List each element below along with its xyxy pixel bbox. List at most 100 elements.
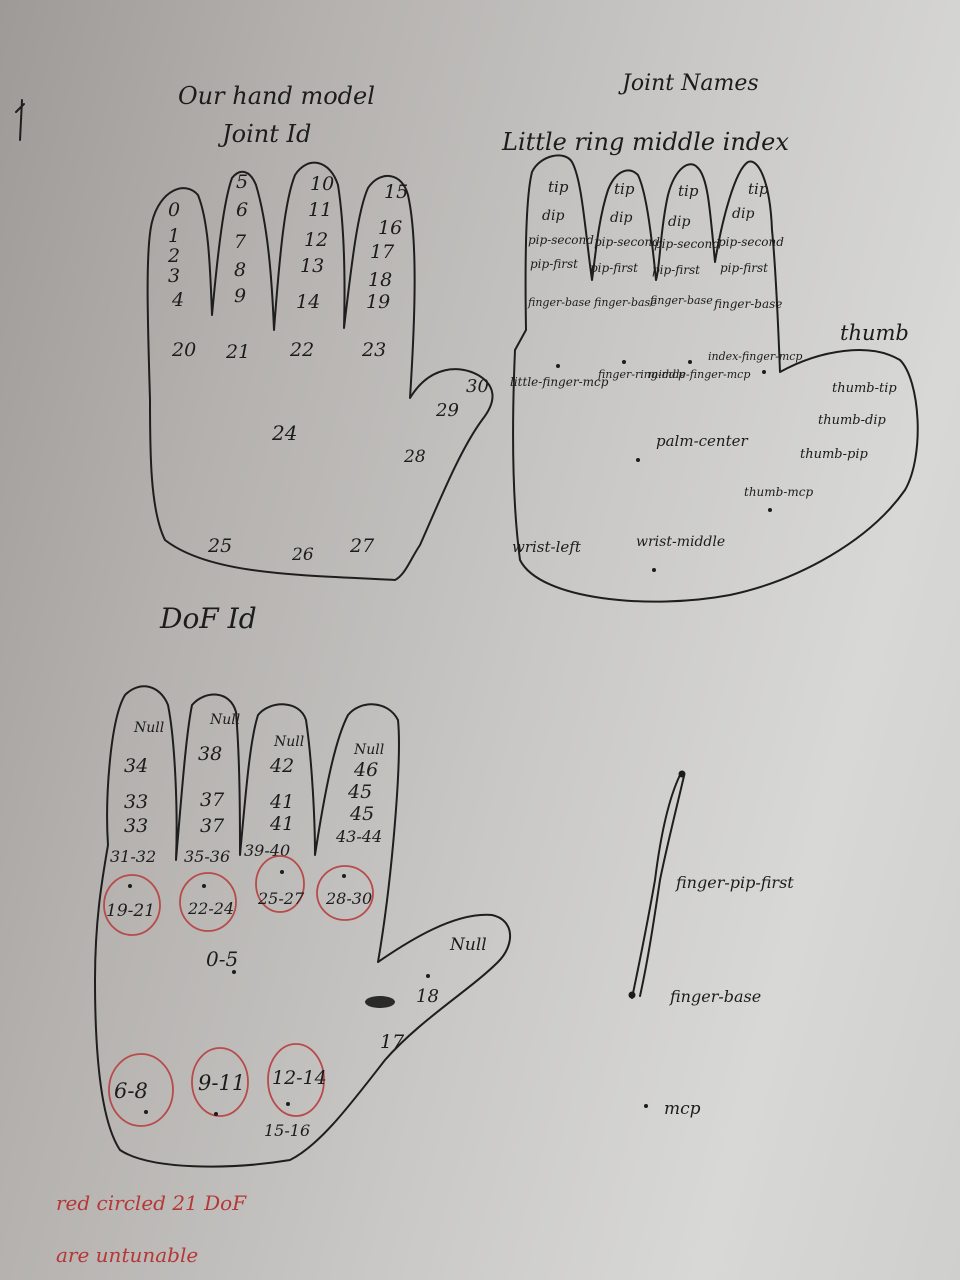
dof-12-14: 12-14 (272, 1067, 327, 1089)
dof-18: 18 (416, 986, 439, 1007)
ring-pip-second: pip-second (594, 235, 660, 249)
hand1-middle-column: 10 11 12 13 14 (296, 173, 334, 313)
index-pip-second: pip-second (718, 235, 784, 249)
little-finger-base: finger-base (527, 296, 591, 309)
joint-id-18: 18 (368, 269, 392, 291)
wrist-left-label: wrist-left (512, 538, 582, 556)
dof-wrist-dot-3 (286, 1102, 290, 1106)
dof-37a: 37 (200, 789, 225, 811)
dof-15-16: 15-16 (264, 1121, 310, 1140)
finger-bone-lines (631, 774, 685, 999)
index-finger-mcp-label: index-finger-mcp (708, 350, 802, 363)
dof-39-40: 39-40 (244, 841, 290, 860)
dof-little-null: Null (133, 720, 164, 736)
little-pip-second: pip-second (528, 233, 594, 247)
finger-base-dot (628, 991, 636, 999)
dof-42: 42 (269, 755, 294, 777)
ring-finger-base: finger-base (593, 296, 657, 309)
dof-41a: 41 (269, 791, 294, 813)
hand2-middle-finger-joints: tip dip pip-second pip-first finger-base (649, 182, 720, 307)
little-mcp-dot (556, 364, 560, 368)
dof-43-44: 43-44 (335, 827, 382, 846)
thumb-tip-label: thumb-tip (832, 381, 897, 396)
dof-palm-dot (232, 970, 236, 974)
dof-41b: 41 (269, 813, 294, 835)
wrist-middle-dot (652, 568, 656, 572)
thumb-pip-label: thumb-pip (800, 447, 868, 462)
joint-id-23: 23 (361, 339, 386, 361)
joint-id-7: 7 (234, 231, 247, 253)
dof-mcp-dot-1 (128, 884, 132, 888)
joint-id-6: 6 (236, 199, 248, 221)
hand3-ring-column: Null 38 37 37 35-36 (184, 712, 240, 866)
joint-id-2: 2 (167, 245, 180, 267)
hand1-outline (146, 161, 494, 581)
note-line-1: red circled 21 DoF (56, 1191, 247, 1215)
index-finger-base: finger-base (713, 297, 782, 311)
hand1-little-column: 0 1 2 3 4 (167, 199, 184, 311)
hand2-thumb-labels: thumb-tip thumb-dip thumb-pip thumb-mcp (744, 381, 897, 512)
joint-id-3: 3 (168, 265, 180, 287)
hand2-title: Joint Names (618, 71, 759, 96)
dof-17: 17 (380, 1031, 405, 1053)
joint-id-4: 4 (171, 289, 184, 311)
hand3-little-column: Null 34 33 33 31-32 (110, 720, 164, 866)
little-pip-first: pip-first (530, 257, 578, 271)
red-circle-12-14 (267, 1043, 325, 1117)
dof-index-null: Null (353, 742, 384, 758)
joint-id-8: 8 (234, 259, 246, 281)
hand2-ring-finger-joints: tip dip pip-second pip-first finger-base (590, 180, 660, 309)
hand2-finger-header: Little ring middle index (501, 128, 789, 156)
dof-ring-null: Null (209, 712, 240, 728)
ring-dip: dip (610, 210, 632, 226)
note-line-2: are untunable (56, 1243, 198, 1267)
hand2-index-finger-joints: tip dip pip-second pip-first finger-base (713, 180, 784, 311)
dof-38: 38 (198, 743, 222, 765)
index-pip-first: pip-first (720, 261, 768, 275)
joint-id-14: 14 (296, 291, 320, 313)
middle-tip: tip (678, 182, 699, 200)
index-tip: tip (748, 180, 769, 198)
dof-46: 46 (353, 759, 378, 781)
little-finger-mcp-label: little-finger-mcp (510, 375, 609, 389)
hand1-thumb: 28 29 30 (403, 376, 489, 467)
middle-pip-second: pip-second (654, 237, 720, 251)
dof-palm-0-5: 0-5 (206, 947, 238, 971)
hand3-outline (94, 685, 512, 1168)
hand1-title-line1: Our hand model (178, 82, 375, 110)
dof-9-11: 9-11 (198, 1071, 245, 1095)
hand3-index-column: Null 46 45 45 43-44 (335, 742, 384, 846)
dof-mcp-dot-2 (202, 884, 206, 888)
joint-id-9: 9 (234, 285, 246, 307)
finger-tip-dot (678, 770, 686, 778)
hand3-middle-column: Null 42 41 41 39-40 (244, 734, 304, 860)
red-circle-9-11 (191, 1047, 249, 1117)
middle-dip: dip (668, 214, 690, 230)
joint-id-13: 13 (300, 255, 324, 277)
little-tip: tip (548, 178, 569, 196)
joint-id-21: 21 (225, 341, 250, 363)
joint-id-29: 29 (435, 400, 459, 421)
hand2-little-finger-joints: tip dip pip-second pip-first finger-base (527, 178, 594, 309)
dof-mcp-dot-3 (280, 870, 284, 874)
finger-pip-first-label: finger-pip-first (675, 873, 794, 892)
dof-28-30: 28-30 (325, 889, 372, 908)
margin-scribble (15, 99, 25, 141)
little-dip: dip (542, 208, 564, 224)
dof-33a: 33 (124, 791, 148, 813)
scribbled-out-mark (365, 996, 395, 1008)
hand2-mcp-labels: little-finger-mcp finger-ring-mcp middle… (510, 350, 802, 389)
dof-37b: 37 (200, 815, 225, 837)
joint-id-16: 16 (378, 217, 402, 239)
dof-45a: 45 (347, 781, 372, 803)
red-circle-22-24 (179, 872, 237, 932)
joint-id-26: 26 (291, 545, 314, 565)
middle-pip-first: pip-first (652, 263, 700, 277)
joint-id-5: 5 (236, 171, 248, 193)
mcp-label: mcp (664, 1099, 701, 1119)
finger-side-sketch: finger-pip-first finger-base mcp (628, 770, 794, 1119)
hand1-index-column: 15 16 17 18 19 (366, 181, 408, 313)
joint-id-12: 12 (304, 229, 328, 251)
dof-34: 34 (124, 755, 148, 777)
joint-id-22: 22 (289, 339, 314, 361)
